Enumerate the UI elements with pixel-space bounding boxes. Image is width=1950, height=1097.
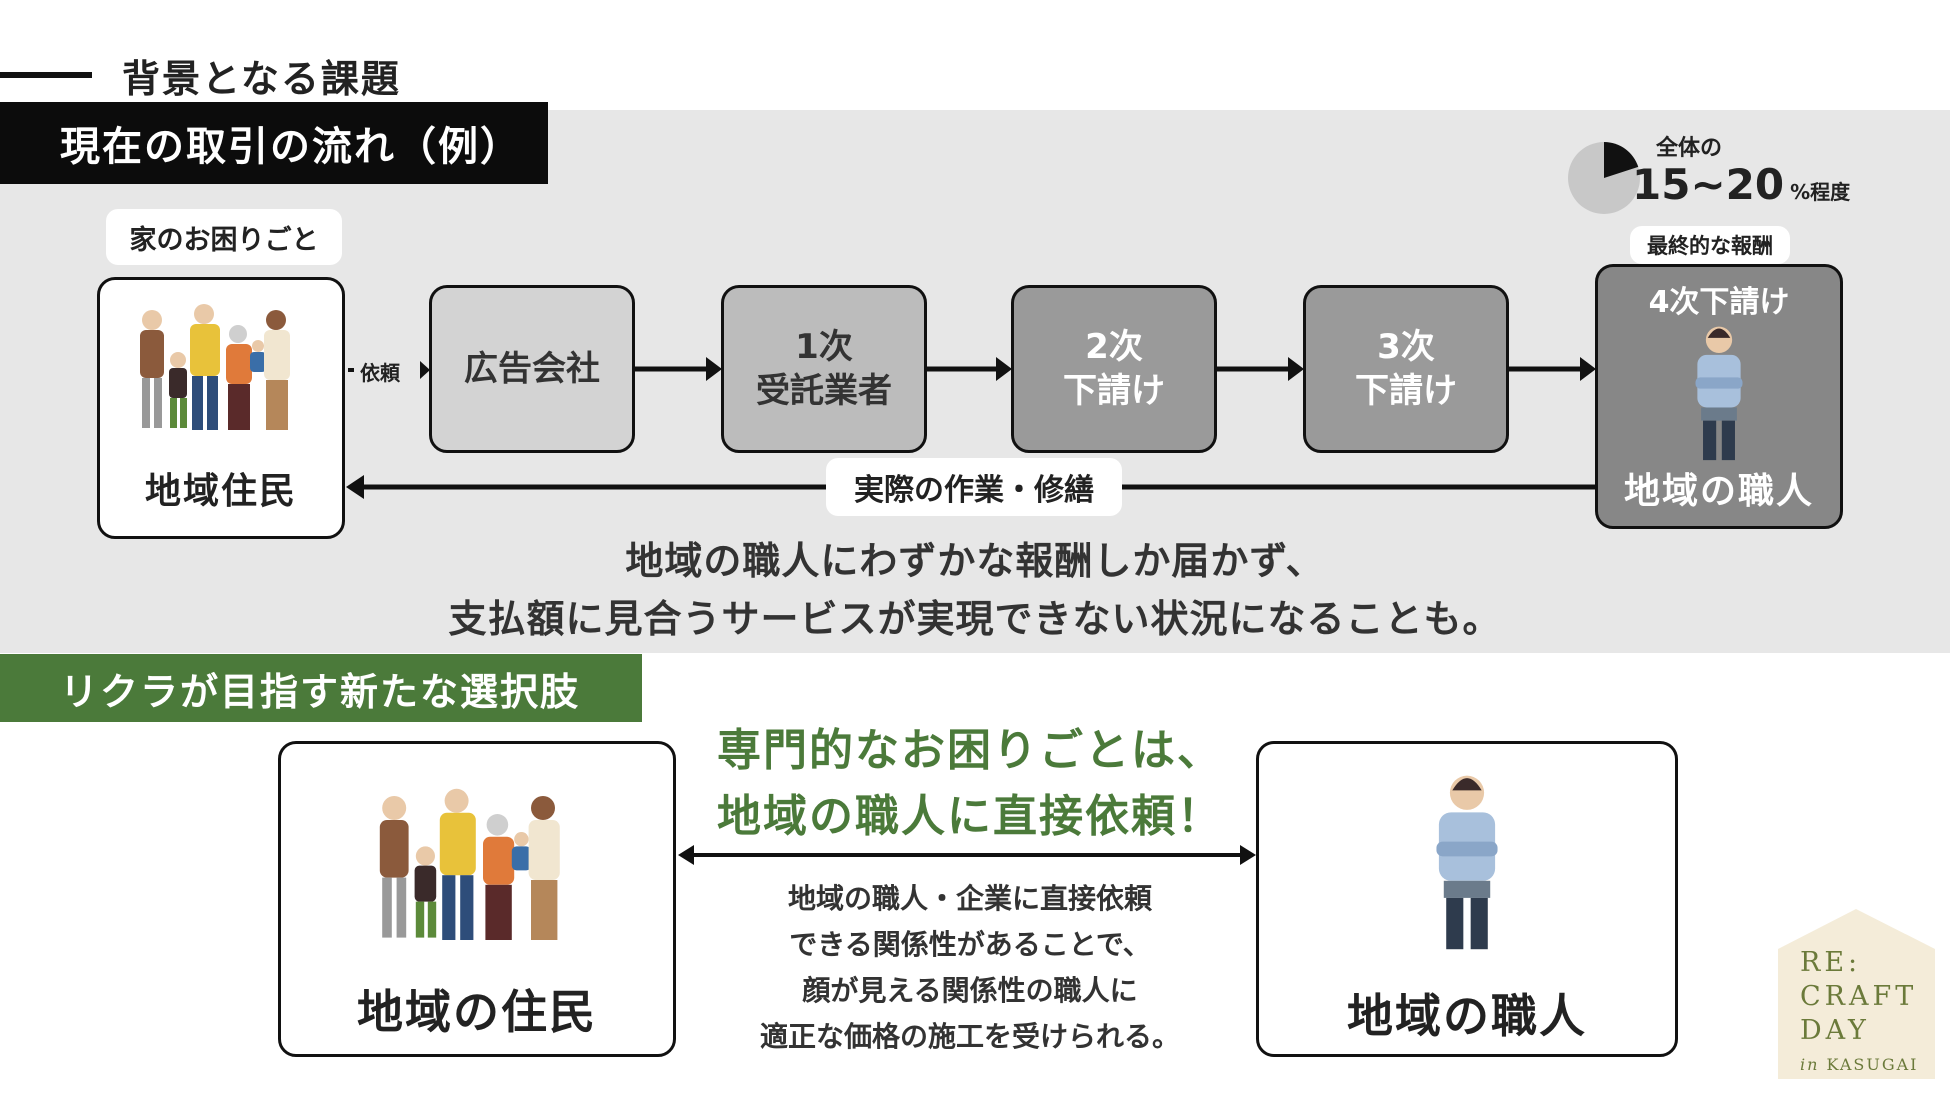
step-line2: 受託業者 (756, 371, 892, 411)
share-value: 15~20 (1632, 160, 1785, 209)
share-pie-slice (1604, 142, 1639, 178)
final-reward-label: 最終的な報酬 (1630, 226, 1790, 264)
residents-direct-box: 地域の住民 (278, 741, 676, 1057)
family-illustration (379, 788, 560, 940)
problem-line-2: 支払額に見合うサービスが実現できない状況になることも。 (448, 597, 1502, 641)
desc-line: 顔が見える関係性の職人に (802, 974, 1138, 1007)
new-option-title: リクラが目指す新たな選択肢 (0, 654, 642, 722)
section-title: 背景となる課題 (122, 57, 401, 101)
logo-kasugai: KASUGAI (1826, 1055, 1919, 1074)
logo-line: DAY (1800, 1015, 1870, 1046)
arrow-head (996, 357, 1012, 381)
craftsman-box: 4次下請け 地域の職人 (1595, 264, 1843, 529)
step-line1: 3次 (1377, 327, 1435, 367)
step-secondary-sub: 2次下請け (1011, 285, 1217, 453)
residents-label: 地域住民 (144, 471, 297, 512)
request-label: 依頼 (360, 361, 400, 385)
craftsman-direct-label: 地域の職人 (1347, 989, 1587, 1043)
desc-line: できる関係性があることで、 (789, 928, 1151, 961)
request-arrow (348, 361, 430, 379)
share-prefix: 全体の (1656, 136, 1723, 161)
step-line1: 1次 (795, 327, 853, 367)
craftsman-illustration (1695, 326, 1743, 461)
residents-caption: 家のお困りごと (106, 209, 342, 265)
step-ad-agency: 広告会社 (429, 285, 635, 453)
arrow-head (1580, 357, 1596, 381)
headline-line-2: 地域の職人に直接依頼！ (717, 791, 1223, 842)
double-arrow (678, 845, 1256, 865)
problem-line-1: 地域の職人にわずかな報酬しか届かず、 (625, 539, 1325, 583)
recraft-logo (1778, 909, 1935, 1079)
step-line2: 下請け (1355, 371, 1457, 411)
arrow-head (706, 357, 722, 381)
share-readout: 15~20 %程度 (1632, 160, 1850, 209)
craftsman-illustration (1436, 775, 1498, 950)
arrow-head (346, 475, 364, 499)
residents-direct-label: 地域の住民 (357, 985, 597, 1039)
logo-text: RE: CRAFT DAY in KASUGAI (1800, 946, 1918, 1082)
logo-in: in (1800, 1055, 1820, 1074)
work-label: 実際の作業・修繕 (826, 458, 1122, 516)
step-line1: 2次 (1085, 327, 1143, 367)
craftsman-label: 地域の職人 (1623, 471, 1814, 512)
logo-line: CRAFT (1800, 981, 1918, 1012)
craftsman-direct-box: 地域の職人 (1256, 741, 1678, 1057)
arrow-head (1288, 357, 1304, 381)
desc-line: 適正な価格の施工を受けられる。 (759, 1020, 1180, 1053)
logo-location: in KASUGAI (1800, 1048, 1918, 1082)
step-primary-contractor: 1次受託業者 (721, 285, 927, 453)
desc-line: 地域の職人・企業に直接依頼 (787, 882, 1152, 915)
step-line2: 下請け (1063, 371, 1165, 411)
residents-box: 地域住民 (97, 277, 345, 539)
craftsman-tier: 4次下請け (1648, 285, 1790, 320)
headline-line-1: 専門的なお困りごとは、 (717, 725, 1223, 776)
direct-description: 地域の職人・企業に直接依頼 できる関係性があることで、 顔が見える関係性の職人に… (700, 876, 1240, 1060)
logo-line: RE: (1800, 947, 1862, 978)
step-tertiary-sub: 3次下請け (1303, 285, 1509, 453)
share-pie-icon (1568, 142, 1640, 214)
title-rule (0, 72, 92, 78)
current-flow-title: 現在の取引の流れ（例） (0, 102, 548, 184)
family-illustration (140, 304, 290, 430)
share-unit: %程度 (1790, 180, 1851, 204)
step-line1: 広告会社 (464, 349, 600, 389)
